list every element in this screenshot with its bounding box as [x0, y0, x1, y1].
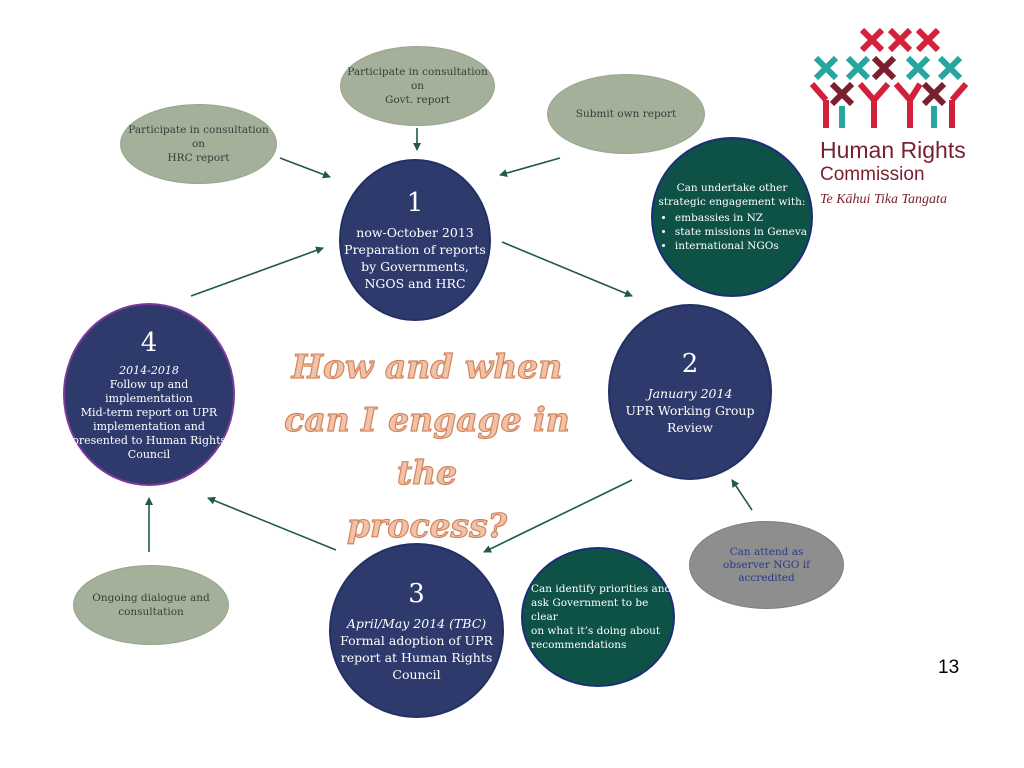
- stage-3-circle: 3 April/May 2014 (TBC) Formal adoption o…: [329, 543, 504, 718]
- title-line: can I engage in the: [284, 399, 571, 492]
- bubble-text: Participate in consultation on: [347, 66, 488, 92]
- bubble-text: Can attend as: [729, 545, 804, 558]
- bubble-strategic: Can undertake other strategic engagement…: [651, 137, 813, 297]
- stage-text: implementation: [105, 391, 193, 405]
- title-line: process?: [346, 505, 508, 545]
- stage-text: presented to Human Rights: [71, 433, 227, 447]
- list-item: international NGOs: [675, 239, 807, 253]
- bubble-text: observer NGO if: [723, 558, 810, 571]
- stage-text: by Governments,: [361, 259, 469, 274]
- stage-number: 2: [681, 348, 699, 379]
- bubble-text: consultation: [118, 606, 184, 618]
- stage-text: Council: [392, 666, 441, 682]
- diagram-title: How and when can I engage in the process…: [262, 340, 592, 552]
- logo-name-line1: Human Rights: [820, 137, 966, 163]
- bubble-text: Ongoing dialogue and: [92, 592, 210, 604]
- stage-text: Follow up and: [109, 377, 189, 391]
- stage-text: now-October 2013: [356, 225, 474, 240]
- stage-1-circle: 1 now-October 2013 Preparation of report…: [339, 159, 491, 321]
- bubble-text: strategic engagement with:: [658, 196, 806, 208]
- stage-2-circle: 2 January 2014 UPR Working Group Review: [608, 304, 772, 480]
- stage-date: January 2014: [647, 385, 733, 401]
- hrc-logo-icon: [809, 28, 969, 128]
- stage-number: 1: [406, 188, 424, 218]
- arrow-hrc-to-stage1: [279, 157, 331, 179]
- stage-text: Mid-term report on UPR: [80, 405, 218, 419]
- stage-text: Review: [667, 419, 713, 435]
- bubble-text: ask Government to be clear: [531, 597, 649, 623]
- bubble-text: Can undertake other: [676, 182, 788, 194]
- stage-text: NGOS and HRC: [364, 276, 466, 291]
- stage-text: UPR Working Group: [625, 402, 755, 418]
- stage-text: report at Human Rights: [340, 649, 493, 665]
- page-number: 13: [938, 657, 960, 678]
- bubble-text: on what it’s doing about: [531, 625, 661, 637]
- stage-4-circle: 4 2014-2018 Follow up and implementation…: [63, 303, 235, 486]
- logo-tagline: Te Kāhui Tika Tangata: [820, 192, 947, 207]
- bubble-text: Submit own report: [575, 108, 677, 120]
- stage-text: Formal adoption of UPR: [340, 632, 493, 648]
- stage-number: 3: [408, 578, 425, 609]
- stage-date: 2014-2018: [119, 363, 179, 377]
- arrow-stage1-to-stage2: [501, 241, 633, 298]
- list-item: embassies in NZ: [675, 211, 807, 225]
- logo-name-line2: Commission: [820, 164, 925, 185]
- arrow-stage2-to-stage3: [483, 479, 633, 553]
- stage-date: April/May 2014 (TBC): [346, 615, 487, 631]
- stage-number: 4: [140, 327, 158, 358]
- arrow-stage3-to-stage4: [207, 496, 337, 551]
- bubble-text: Govt. report: [384, 94, 451, 106]
- title-line: How and when: [291, 346, 563, 386]
- bubble-text: HRC report: [167, 152, 230, 164]
- bubble-consult-hrc: Participate in consultation on HRC report: [120, 104, 277, 184]
- bubble-text: accredited: [738, 571, 795, 584]
- bubble-consult-govt: Participate in consultation on Govt. repo…: [340, 46, 495, 126]
- arrow-submit-to-stage1: [499, 157, 561, 177]
- bubble-submit-own: Submit own report: [547, 74, 705, 154]
- bubble-text: Participate in consultation on: [128, 124, 269, 150]
- bubble-dialogue: Ongoing dialogue and consultation: [73, 565, 229, 645]
- stage-text: implementation and: [93, 419, 205, 433]
- arrow-observer-to-stage2: [731, 479, 753, 511]
- stage-text: Preparation of reports: [344, 242, 486, 257]
- bubble-priorities: Can identify priorities and ask Governme…: [521, 547, 675, 687]
- stage-text: Council: [127, 447, 171, 461]
- bubble-text: Can identify priorities and: [531, 583, 672, 595]
- bubble-text: recommendations: [531, 639, 627, 651]
- arrow-stage4-to-stage1: [190, 246, 324, 297]
- list-item: state missions in Geneva: [675, 225, 807, 239]
